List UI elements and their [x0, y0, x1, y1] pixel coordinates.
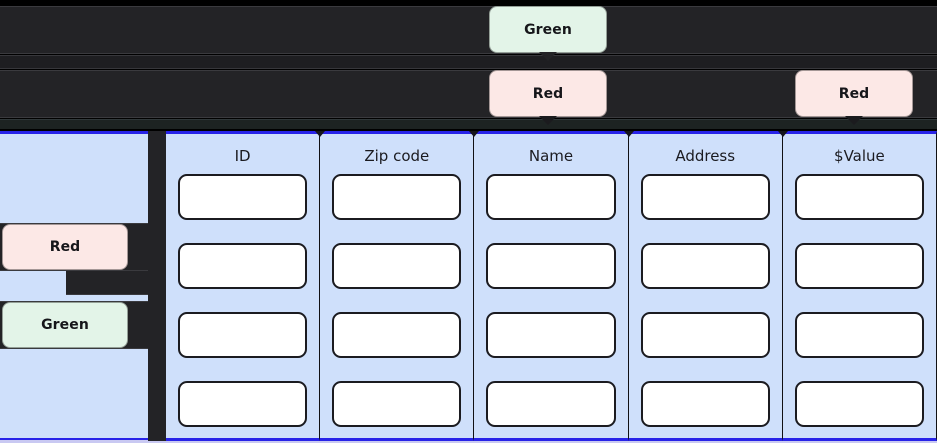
table-cell[interactable]: [640, 243, 770, 289]
column-cells-id: [178, 174, 308, 438]
lower-region: Red Green ID Zip code: [0, 129, 937, 443]
column-header-name: Name: [528, 147, 574, 165]
column-header-value: $Value: [834, 147, 885, 165]
column-cells-address: [640, 174, 770, 438]
column-cells-name: [486, 174, 616, 438]
table-column-address[interactable]: Address: [623, 131, 782, 441]
badge-green-top-label: Green: [524, 21, 572, 38]
table-cell[interactable]: [178, 243, 308, 289]
badge-red-middle-label: Red: [532, 85, 564, 102]
table-column-name[interactable]: Name: [469, 131, 628, 441]
badge-red-right-label: Red: [838, 85, 870, 102]
top-dark-bar-1: [0, 6, 937, 54]
badge-sidebar-red-label: Red: [49, 239, 81, 255]
table-cell[interactable]: [794, 312, 925, 358]
column-separator-cap-icon: [315, 131, 326, 137]
table-cell[interactable]: [332, 243, 462, 289]
badge-green-top[interactable]: Green: [489, 6, 607, 61]
column-cells-value: [794, 174, 925, 438]
badge-pointer-arrow-icon: [845, 116, 863, 125]
column-separator-cap-icon: [777, 131, 788, 137]
table-cell[interactable]: [332, 312, 462, 358]
column-header-id: ID: [234, 147, 251, 165]
sidebar-dark-strip: [148, 131, 166, 441]
table-cell[interactable]: [794, 174, 925, 220]
table-column-zip-code[interactable]: Zip code: [315, 131, 474, 441]
badge-sidebar-green-label: Green: [41, 317, 89, 333]
column-cells-zip-code: [332, 174, 462, 438]
top-dark-bar-gap: [0, 55, 937, 69]
table-cell[interactable]: [486, 174, 616, 220]
top-dark-bar-2: [0, 70, 937, 118]
table-cell[interactable]: [178, 381, 308, 427]
top-dark-bar-3: [0, 119, 937, 129]
table-cell[interactable]: [178, 312, 308, 358]
badge-sidebar-red[interactable]: Red: [2, 224, 128, 270]
column-separator-cap-icon: [469, 131, 480, 137]
badge-pointer-arrow-icon: [539, 116, 557, 125]
table-cell[interactable]: [486, 381, 616, 427]
data-table: ID Zip code: [166, 131, 937, 441]
badge-sidebar-green[interactable]: Green: [2, 302, 128, 348]
table-cell[interactable]: [332, 174, 462, 220]
table-cell[interactable]: [178, 174, 308, 220]
table-column-id[interactable]: ID: [166, 131, 320, 441]
table-column-value[interactable]: $Value: [777, 131, 937, 441]
table-cell[interactable]: [794, 381, 925, 427]
table-cell[interactable]: [640, 381, 770, 427]
table-cell[interactable]: [640, 312, 770, 358]
column-separator-cap-icon: [623, 131, 634, 137]
table-cell[interactable]: [640, 174, 770, 220]
badge-pointer-arrow-icon: [539, 52, 557, 61]
table-cell[interactable]: [794, 243, 925, 289]
bottom-strip: [0, 440, 937, 443]
column-header-address: Address: [675, 147, 736, 165]
badge-red-right[interactable]: Red: [795, 70, 913, 125]
badge-red-middle[interactable]: Red: [489, 70, 607, 125]
table-cell[interactable]: [332, 381, 462, 427]
table-cell[interactable]: [486, 312, 616, 358]
table-cell[interactable]: [486, 243, 616, 289]
column-header-zip-code: Zip code: [364, 147, 430, 165]
